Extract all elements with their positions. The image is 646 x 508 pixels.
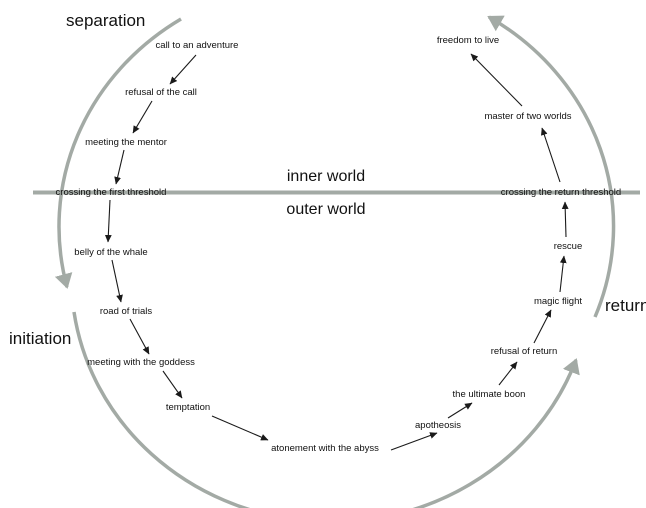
flow-arrow <box>533 309 552 344</box>
flow-arrow <box>114 149 125 185</box>
section-label-separation: separation <box>66 11 145 30</box>
flow-arrow <box>111 259 123 303</box>
flow-arrow <box>104 199 112 243</box>
stage-label: road of trials <box>100 306 153 317</box>
flow-arrow <box>129 318 150 355</box>
stage-label: crossing the return threshold <box>501 187 621 198</box>
flow-arrow <box>447 402 473 419</box>
stage-label: refusal of the call <box>125 87 197 98</box>
stage-label: call to an adventure <box>156 40 239 51</box>
separation-arc <box>54 17 182 289</box>
stage-label: meeting the mentor <box>85 137 167 148</box>
flow-arrow <box>162 370 183 399</box>
flow-arrow <box>169 54 197 85</box>
stage-label: magic flight <box>534 296 582 307</box>
return-arc <box>487 15 616 318</box>
flow-arrow <box>540 127 561 183</box>
stage-label: belly of the whale <box>74 247 147 258</box>
stage-label: refusal of return <box>491 346 558 357</box>
outer-world-label: outer world <box>286 201 365 218</box>
section-label-initiation: initiation <box>9 329 71 348</box>
stage-label: master of two worlds <box>484 111 571 122</box>
inner-world-label: inner world <box>287 168 365 185</box>
stage-label: meeting with the goddess <box>87 357 195 368</box>
flow-arrow <box>559 255 567 293</box>
flow-arrow <box>390 432 438 451</box>
stage-label: apotheosis <box>415 420 461 431</box>
flow-arrow <box>132 100 153 134</box>
stage-label: temptation <box>166 402 210 413</box>
stage-flow-arrows <box>104 53 569 451</box>
flow-arrow <box>470 53 523 107</box>
flow-arrow <box>498 361 518 386</box>
stage-label: atonement with the abyss <box>271 443 379 454</box>
stage-label: freedom to live <box>437 35 499 46</box>
section-label-return: return <box>605 296 646 315</box>
stage-label: crossing the first threshold <box>56 187 167 198</box>
stage-labels: call to an adventure refusal of the call… <box>56 35 622 454</box>
stage-label: the ultimate boon <box>453 389 526 400</box>
flow-arrow <box>561 201 569 238</box>
flow-arrow <box>211 415 269 441</box>
initiation-arc <box>72 311 580 508</box>
stage-label: rescue <box>554 241 583 252</box>
